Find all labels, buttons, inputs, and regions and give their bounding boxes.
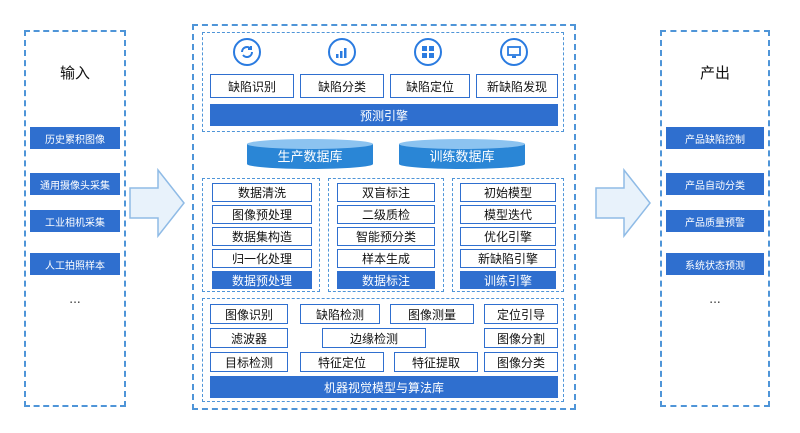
windows-icon (414, 38, 442, 66)
right-arrow-icon (129, 168, 185, 238)
prediction-card: 缺陷识别 (210, 74, 294, 98)
library-bar: 机器视觉模型与算法库 (210, 376, 558, 398)
right-arrow-icon (595, 168, 651, 238)
refresh-icon (233, 38, 261, 66)
module-bar: 数据标注 (337, 271, 435, 289)
monitor-icon (500, 38, 528, 66)
database-label: 训练数据库 (429, 150, 495, 165)
output-ellipsis: ... (709, 292, 721, 306)
center-panel (192, 24, 576, 410)
module-item: 双盲标注 (337, 183, 435, 202)
library-item: 图像分割 (484, 328, 558, 348)
module-item: 初始模型 (460, 183, 556, 202)
database-icon (247, 139, 373, 169)
module-item: 图像预处理 (212, 205, 312, 224)
prediction-card: 缺陷分类 (300, 74, 384, 98)
output-item: 产品自动分类 (666, 173, 764, 195)
training-module (452, 178, 564, 292)
module-item: 智能预分类 (337, 227, 435, 246)
library-item: 定位引导 (484, 304, 558, 324)
output-item: 产品缺陷控制 (666, 127, 764, 149)
output-panel (660, 30, 770, 407)
chart-icon (328, 38, 356, 66)
output-item: 产品质量预警 (666, 210, 764, 232)
library-item: 图像分类 (484, 352, 558, 372)
input-item: 人工拍照样本 (30, 253, 120, 275)
module-item: 归一化处理 (212, 249, 312, 268)
input-ellipsis: ... (69, 292, 81, 306)
algorithm-library (202, 298, 564, 402)
library-item: 目标检测 (210, 352, 288, 372)
library-item: 图像测量 (390, 304, 474, 324)
library-item: 滤波器 (210, 328, 288, 348)
module-bar: 数据预处理 (212, 271, 312, 289)
prediction-card: 缺陷定位 (390, 74, 470, 98)
output-item: 系统状态预测 (666, 253, 764, 275)
module-item: 数据清洗 (212, 183, 312, 202)
database-icon (399, 139, 525, 169)
input-title: 输入 (59, 64, 90, 82)
library-item: 边缘检测 (322, 328, 426, 348)
input-item: 通用摄像头采集 (30, 173, 120, 195)
library-item: 特征提取 (394, 352, 478, 372)
library-item: 缺陷检测 (300, 304, 380, 324)
library-item: 特征定位 (300, 352, 384, 372)
module-item: 二级质检 (337, 205, 435, 224)
preprocess-module (202, 178, 320, 292)
module-item: 新缺陷引擎 (460, 249, 556, 268)
library-item: 图像识别 (210, 304, 288, 324)
prediction-engine-bar: 预测引擎 (210, 104, 558, 126)
module-bar: 训练引擎 (460, 271, 556, 289)
input-item: 历史累积图像 (30, 127, 120, 149)
output-title: 产出 (699, 64, 730, 82)
database-label: 生产数据库 (277, 150, 343, 165)
module-item: 模型迭代 (460, 205, 556, 224)
module-item: 样本生成 (337, 249, 435, 268)
module-item: 优化引擎 (460, 227, 556, 246)
module-item: 数据集构造 (212, 227, 312, 246)
prediction-engine-box (202, 32, 564, 132)
input-item: 工业相机采集 (30, 210, 120, 232)
annotation-module (328, 178, 444, 292)
input-panel (24, 30, 126, 407)
prediction-card: 新缺陷发现 (476, 74, 558, 98)
